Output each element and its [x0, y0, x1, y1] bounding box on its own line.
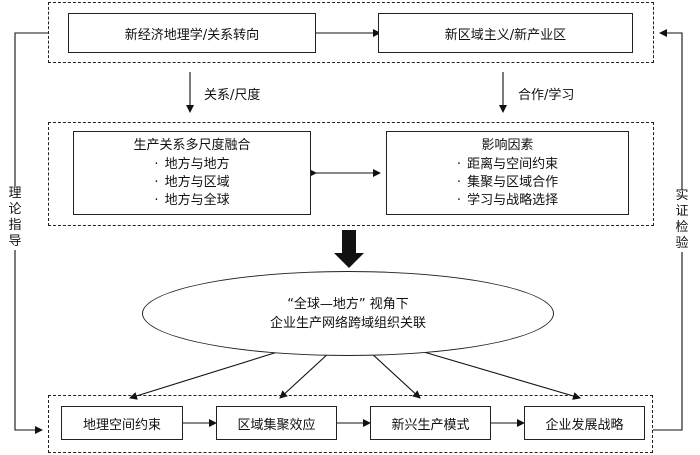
enterprise-strategy-box: 企业发展战略: [524, 406, 645, 440]
emerging-production-mode-box: 新兴生产模式: [370, 406, 491, 440]
fan-arrow-3: [369, 351, 421, 399]
theory-guidance-char: 论: [8, 202, 22, 217]
multi-scale-item: 地方与地方: [154, 156, 230, 174]
bold-down-arrow: [334, 230, 364, 268]
theory-guidance-char: 理: [8, 186, 22, 201]
influencing-factors-box: 影响因素 距离与空间约束 集聚与区域合作 学习与战略选择: [386, 131, 629, 215]
new-economic-geography-box: 新经济地理学/关系转向: [68, 13, 316, 53]
influencing-factors-title: 影响因素: [481, 137, 534, 153]
regional-agglomeration-box: 区域集聚效应: [216, 406, 337, 440]
global-local-ellipse: “全球—地方” 视角下 企业生产网络跨域组织关联: [142, 271, 554, 356]
theory-guidance-label: 理 论 指 导: [7, 186, 23, 250]
ellipse-line-1: “全球—地方” 视角下: [287, 296, 409, 312]
influencing-factor-item: 集聚与区域合作: [457, 174, 558, 192]
top-frame: [48, 2, 654, 63]
multi-scale-title: 生产关系多尺度融合: [133, 137, 251, 153]
ellipse-line-2: 企业生产网络跨域组织关联: [269, 315, 426, 331]
fan-arrow-4: [399, 344, 581, 400]
influencing-factor-item: 距离与空间约束: [457, 156, 558, 174]
geo-spatial-constraint-box: 地理空间约束: [61, 406, 183, 440]
empirical-test-char: 实: [675, 188, 689, 203]
middle-frame: [48, 122, 654, 226]
influencing-factor-item: 学习与战略选择: [457, 192, 558, 210]
fan-arrow-1: [129, 344, 301, 400]
bottom-frame: [48, 395, 653, 453]
multi-scale-item: 地方与全球: [154, 192, 230, 210]
multi-scale-item: 地方与区域: [154, 174, 230, 192]
empirical-test-char: 验: [675, 236, 689, 251]
cooperation-learning-label: 合作/学习: [518, 84, 575, 103]
relation-scale-label: 关系/尺度: [204, 84, 261, 103]
multi-scale-integration-box: 生产关系多尺度融合 地方与地方 地方与区域 地方与全球: [73, 131, 311, 215]
empirical-test-char: 检: [675, 220, 689, 235]
empirical-test-char: 证: [675, 204, 689, 219]
empirical-test-label: 实 证 检 验: [674, 188, 690, 252]
theory-guidance-char: 导: [8, 234, 22, 249]
new-regionalism-box: 新区域主义/新产业区: [378, 13, 633, 53]
fan-arrow-2: [279, 351, 331, 399]
theory-guidance-char: 指: [8, 218, 22, 233]
